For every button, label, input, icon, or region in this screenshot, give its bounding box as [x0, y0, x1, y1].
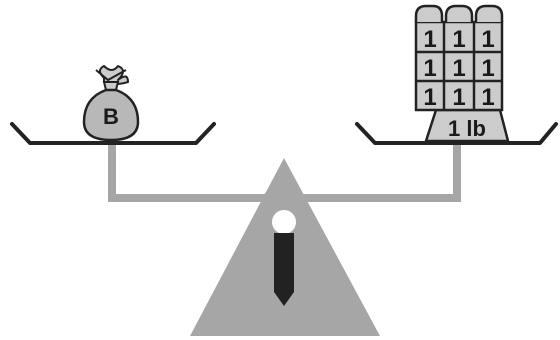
bag-icon: B [82, 65, 140, 142]
unit-block-label: 1 [452, 26, 465, 53]
unit-block-label: 1 [423, 26, 436, 53]
unit-block-label: 1 [481, 84, 494, 111]
unit-block-label: 1 [481, 26, 494, 53]
bag-label: B [103, 104, 119, 129]
unit-block-label: 1 [423, 84, 436, 111]
unit-block-label: 1 [452, 84, 465, 111]
left-pan [10, 122, 216, 145]
pointer-needle [274, 233, 294, 306]
weight-block-label: 1 lb [448, 116, 486, 141]
unit-block-label: 1 [452, 55, 465, 82]
right-pan [355, 122, 558, 145]
pivot-circle [272, 210, 296, 234]
unit-block-label: 1 [481, 55, 494, 82]
balance-beam [108, 143, 461, 202]
unit-block-label: 1 [423, 55, 436, 82]
